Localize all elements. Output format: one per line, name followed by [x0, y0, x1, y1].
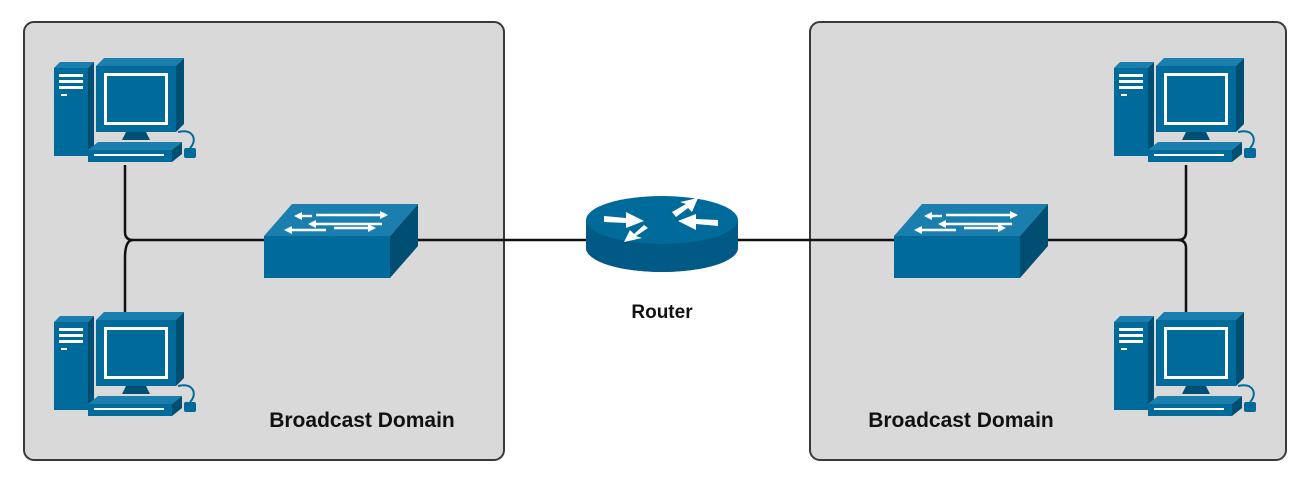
link-right-pc-bottom [1177, 238, 1188, 318]
computer-icon [53, 57, 197, 163]
router-label: Router [631, 302, 693, 323]
computer-icon [1113, 57, 1257, 163]
links [123, 165, 1188, 318]
switch-icon [892, 202, 1050, 280]
router-icon [586, 196, 738, 272]
switch-icon [262, 202, 420, 280]
link-left-pc-bottom [123, 238, 134, 318]
computer-icon [53, 311, 197, 417]
broadcast-domain-label-right: Broadcast Domain [868, 409, 1054, 432]
computer-icon [1113, 311, 1257, 417]
broadcast-domain-label-left: Broadcast Domain [269, 409, 455, 432]
